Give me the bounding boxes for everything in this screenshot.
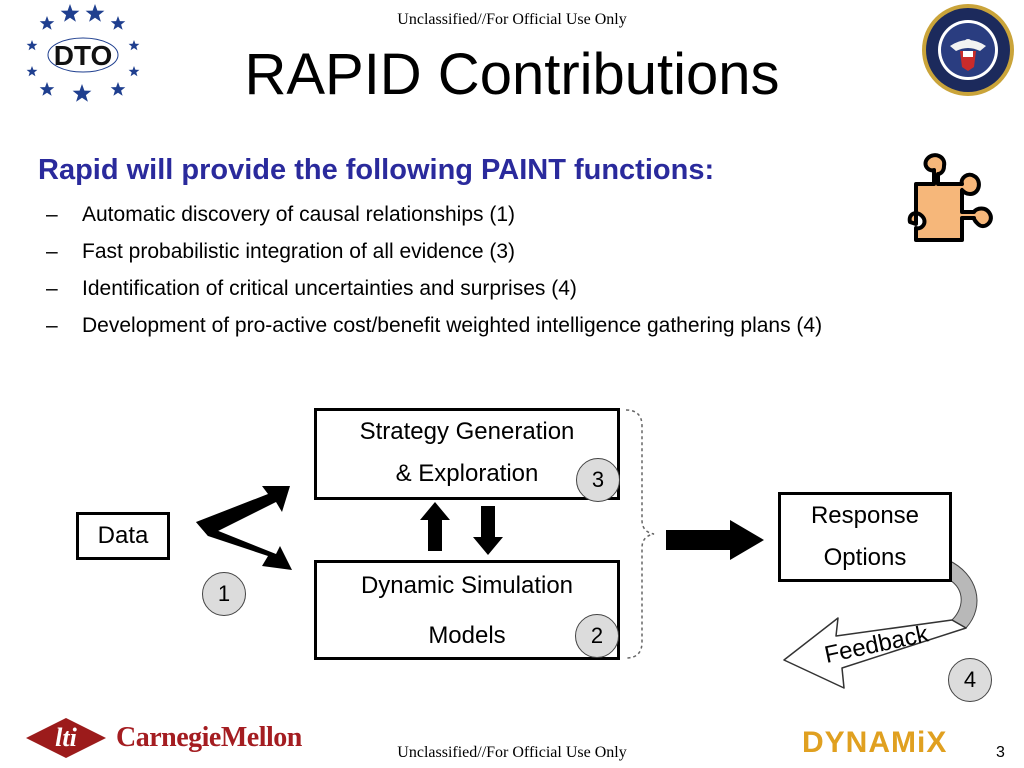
puzzle-piece-icon [907,153,993,242]
dynamic-simulation-box: Dynamic Simulation Models [314,560,620,660]
simulation-line-1: Dynamic Simulation [360,572,574,599]
down-arrow-icon [473,506,503,555]
page-title: RAPID Contributions [244,42,780,107]
dto-logo: DTO [26,4,140,102]
lti-logo: lti [26,718,106,758]
feedback-arrow [783,617,967,689]
badge-2: 2 [575,614,619,658]
group-bracket [625,409,655,659]
list-item: – Development of pro-active cost/benefit … [46,307,822,344]
dash-marker: – [46,203,58,226]
strategy-generation-box: Strategy Generation & Exploration [314,408,620,500]
list-item-text: Fast probabilistic integration of all ev… [82,240,516,263]
strategy-line-2: & Exploration [395,460,539,487]
function-list: – Automatic discovery of causal relations… [46,196,822,344]
list-item-text: Identification of critical uncertainties… [82,277,577,300]
feedback-label: Feedback [822,620,932,669]
response-line-2: Options [823,544,907,571]
response-options-box: Response Options [778,492,952,582]
dto-logo-text: DTO [54,40,113,71]
dto-stars-icon [26,4,140,102]
dash-marker: – [46,314,58,337]
classification-footer: Unclassified//For Official Use Only [397,744,627,761]
lti-logo-text: lti [55,723,77,752]
section-heading: Rapid will provide the following PAINT f… [38,154,715,186]
strategy-line-1: Strategy Generation [359,418,575,445]
simulation-line-2: Models [428,622,506,649]
up-arrow-icon [420,502,450,551]
data-label: Data [97,522,149,549]
list-item: – Fast probabilistic integration of all e… [46,233,822,270]
odni-seal-icon [922,4,1014,96]
dash-marker: – [46,240,58,263]
dynamix-logo: DYNAMiX [802,726,948,759]
list-item-text: Development of pro-active cost/benefit w… [82,314,823,337]
badge-4: 4 [948,658,992,702]
list-item: – Automatic discovery of causal relations… [46,196,822,233]
response-line-1: Response [810,502,920,529]
badge-3: 3 [576,458,620,502]
data-box: Data [76,512,170,560]
list-item: – Identification of critical uncertaintie… [46,270,822,307]
page-number: 3 [996,744,1005,761]
dash-marker: – [46,277,58,300]
carnegie-mellon-logo: CarnegieMellon [116,722,302,753]
list-item-text: Automatic discovery of causal relationsh… [82,203,516,226]
data-fork-arrows [196,486,292,570]
classification-header: Unclassified//For Official Use Only [397,11,627,28]
badge-1: 1 [202,572,246,616]
right-arrow-icon [666,520,764,560]
